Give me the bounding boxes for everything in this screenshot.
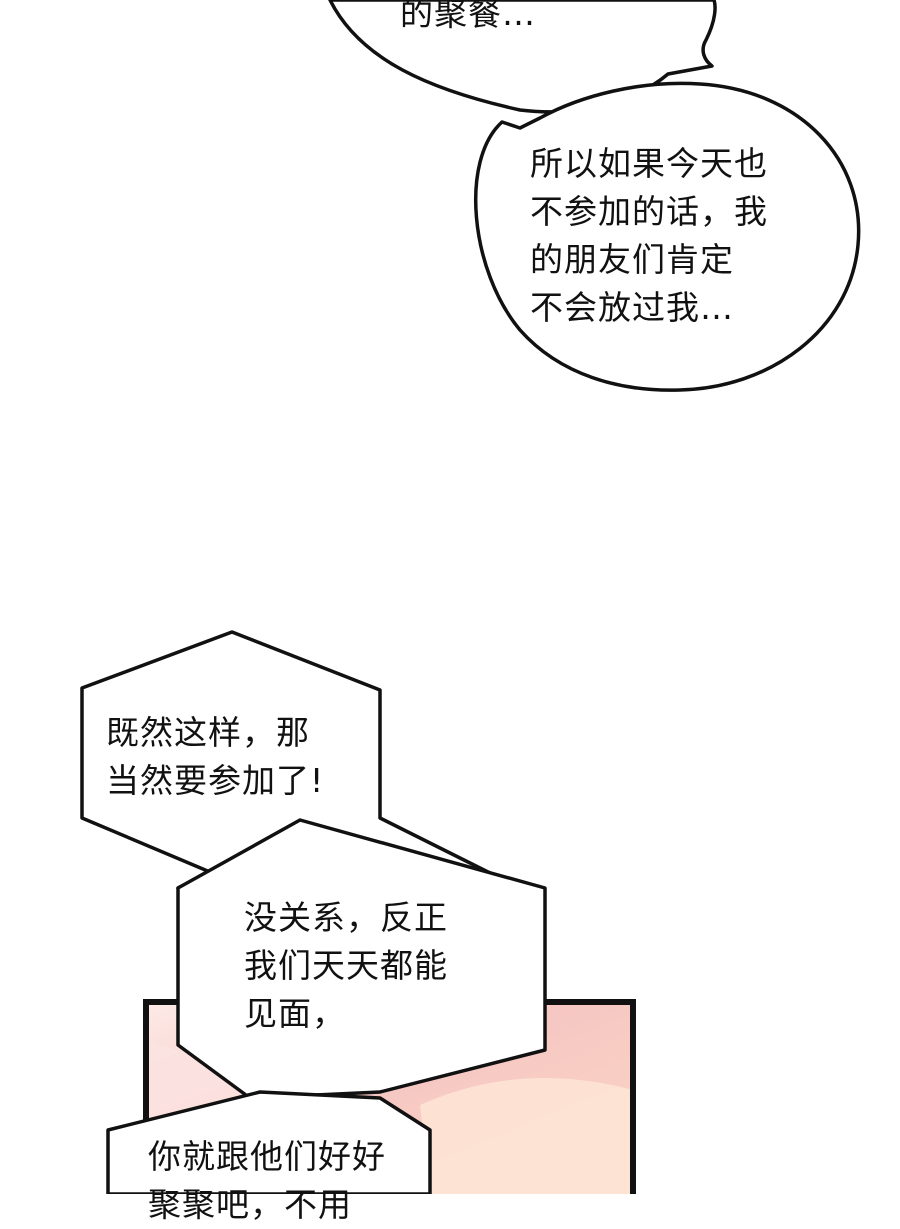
bubble-2-text: 所以如果今天也 不参加的话，我 的朋友们肯定 不会放过我… [530,140,768,332]
bubble-2-line-3: 的朋友们肯定 [530,240,734,279]
bubble-4-text: 没关系，反正 我们天天都能 见面， [244,894,448,1038]
bubble-1-line-1: 的聚餐… [400,0,536,33]
bubble-4-line-2: 我们天天都能 [244,946,448,985]
bubble-2-line-2: 不参加的话，我 [530,192,768,231]
bubble-4-line-1: 没关系，反正 [244,898,448,937]
speech-bubble-2 [473,81,861,392]
comic-art [80,0,861,1202]
bubble-5-line-1: 你就跟他们好好 [148,1137,386,1176]
bubble-5-text: 你就跟他们好好 聚聚吧，不用 [148,1133,386,1229]
panel-glow [420,1078,633,1194]
bubble-2-line-4: 不会放过我… [530,288,734,327]
comic-page: 的聚餐… 所以如果今天也 不参加的话，我 的朋友们肯定 不会放过我… 既然这样，… [80,0,861,1224]
bubble-3-text: 既然这样，那 当然要参加了! [106,709,324,805]
bubble-1-text: 的聚餐… [400,0,536,38]
bubble-4-line-3: 见面， [244,994,346,1033]
bubble-3-line-2: 当然要参加了! [106,761,325,800]
bubble-3-line-1: 既然这样，那 [106,713,310,752]
bubble-2-line-1: 所以如果今天也 [530,144,768,183]
speech-bubble-4 [176,818,547,1100]
bubble-5-line-2: 聚聚吧，不用 [148,1185,352,1224]
